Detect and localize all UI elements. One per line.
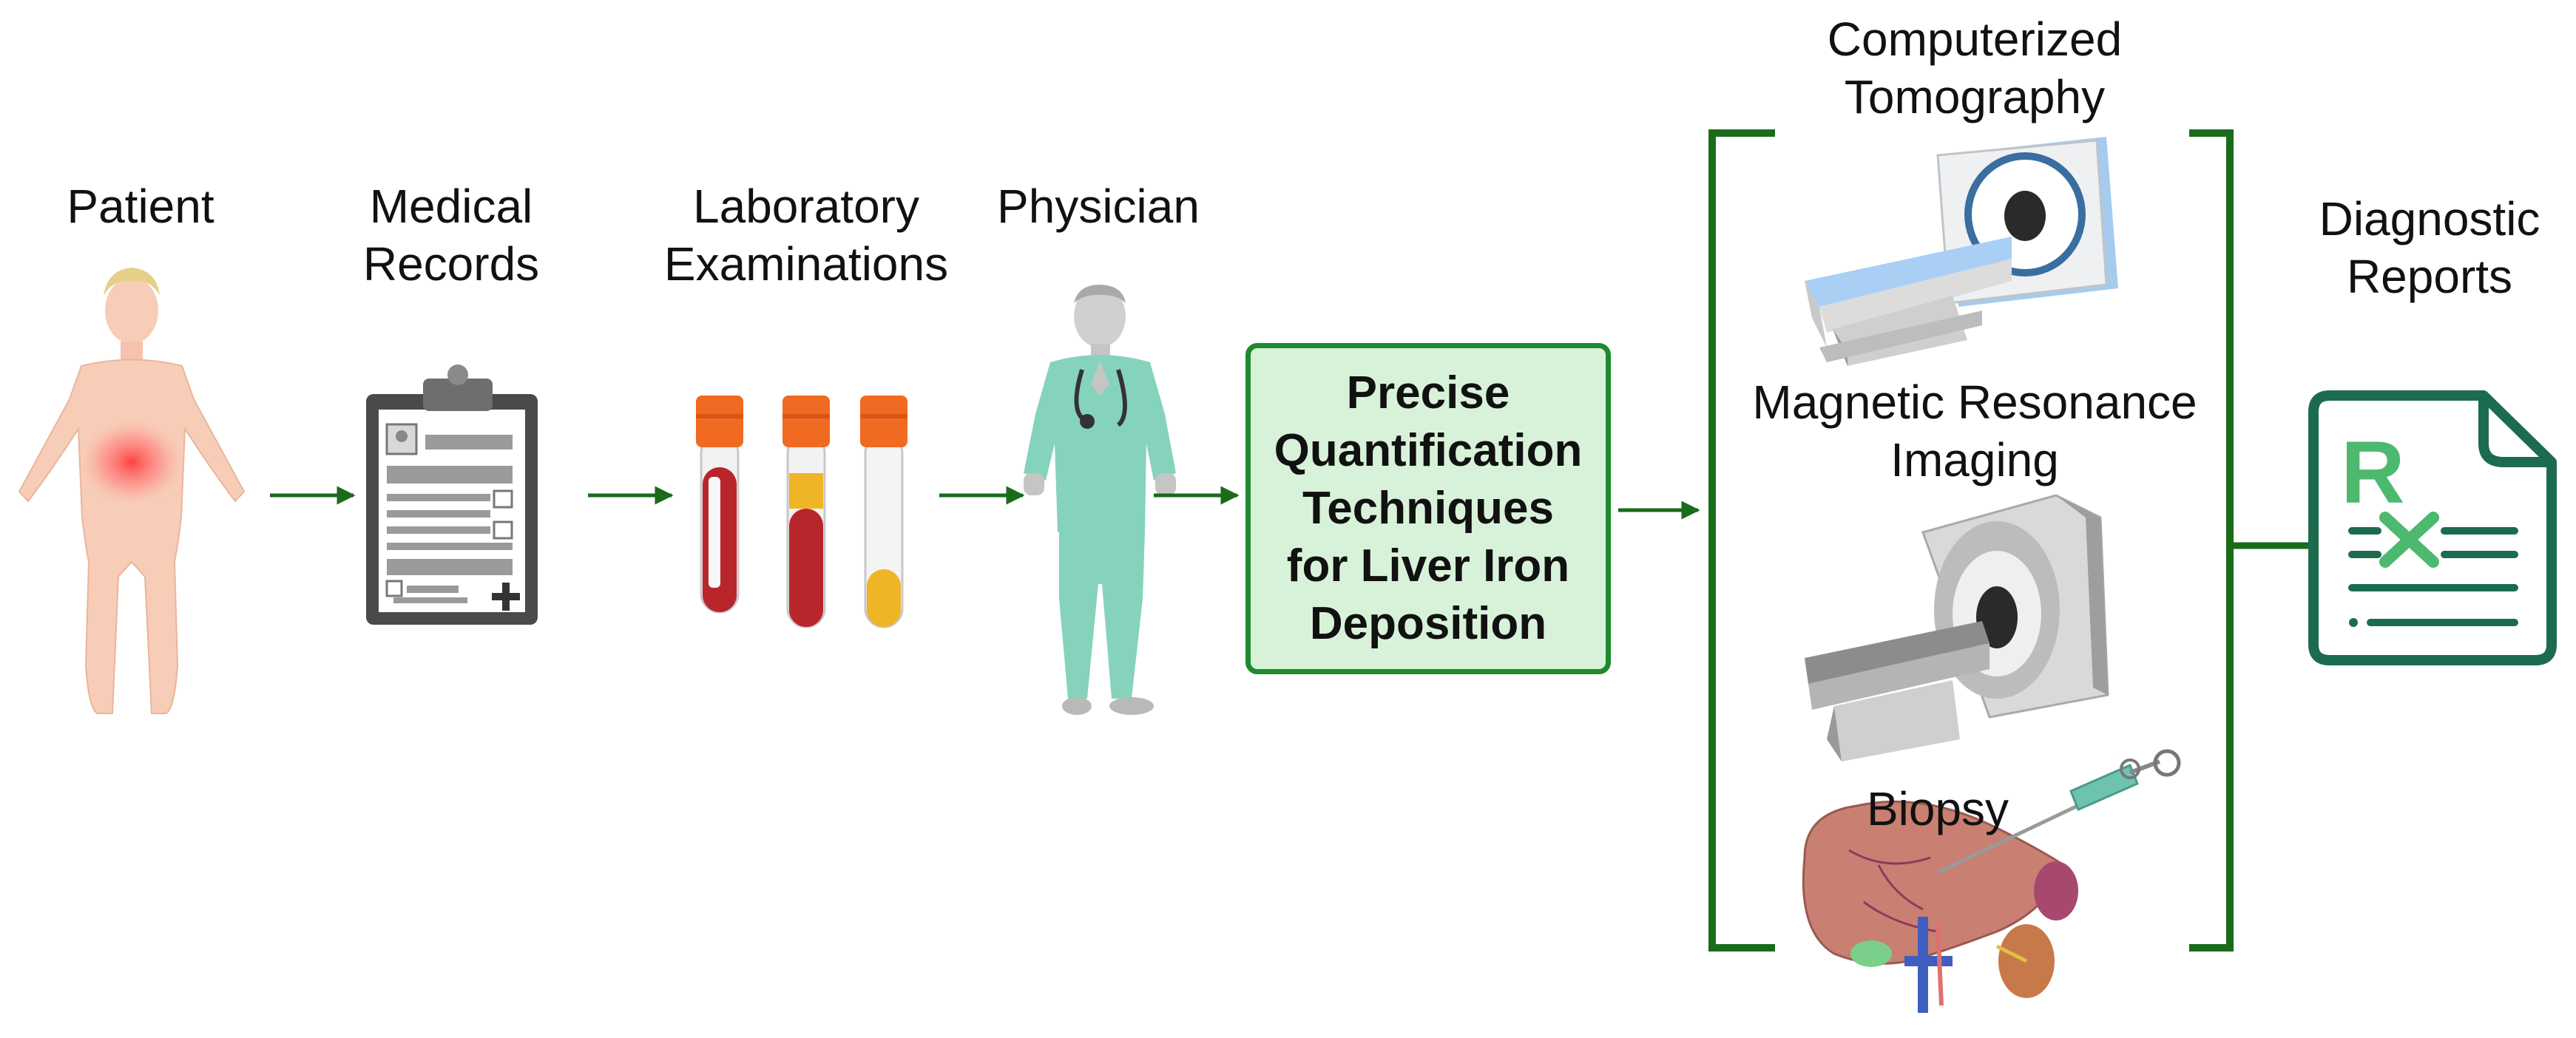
liver-biopsy-icon (1802, 749, 2181, 1013)
ct-scanner-icon (1805, 137, 2118, 366)
diagnostic-reports-label: Diagnostic Reports (2319, 192, 2540, 303)
physician-icon (1024, 285, 1176, 715)
flow-arrows (270, 486, 2309, 549)
methods-bracket (1708, 129, 2234, 952)
clipboard-icon (366, 364, 538, 625)
biopsy-label: Biopsy (1866, 782, 2009, 835)
computerized-tomography-label: Computerized Tomography (1827, 13, 2123, 123)
magnetic-resonance-imaging-label: Magnetic Resonance Imaging (1752, 376, 2197, 486)
physician-label: Physician (997, 180, 1200, 233)
patient-body-icon (18, 268, 246, 714)
technique-box: Precise Quantification Techniques for Li… (1245, 343, 1611, 674)
rx-glyph: R (2341, 423, 2405, 522)
patient-label: Patient (67, 180, 214, 233)
laboratory-examinations-label: Laboratory Examinations (663, 180, 949, 291)
mri-scanner-icon (1805, 494, 2109, 761)
blood-tubes-icon (696, 396, 907, 628)
medical-records-label: Medical Records (362, 180, 540, 291)
prescription-document-icon: R (2308, 390, 2557, 665)
